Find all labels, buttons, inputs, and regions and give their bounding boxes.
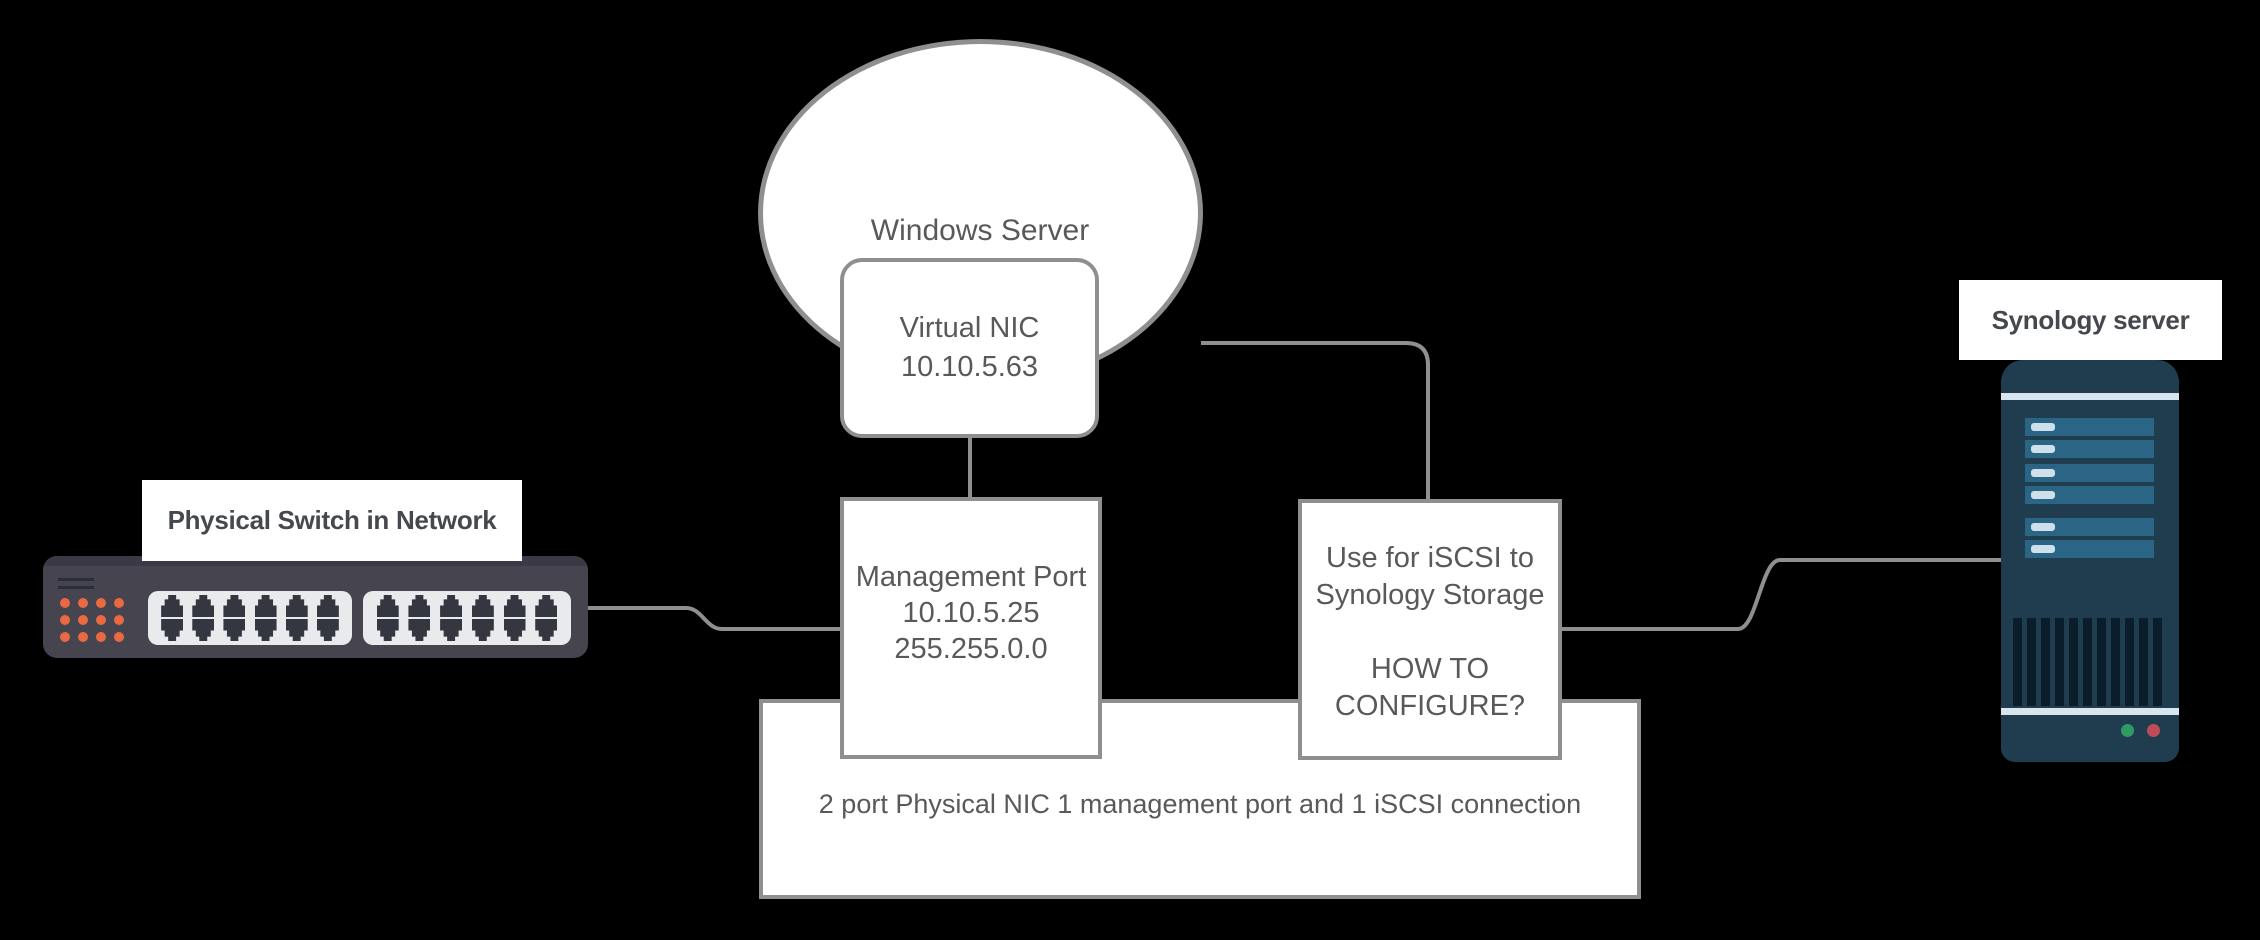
virtual-nic-ip: 10.10.5.63 [900, 351, 1039, 383]
physical-nic-note-text: 2 port Physical NIC 1 management port an… [818, 789, 1582, 819]
windows-server-label: Windows Server [870, 214, 1090, 247]
switch-port-panel-1 [148, 591, 352, 645]
rj45-port-icon [440, 595, 463, 641]
drive-bay-icon [2025, 518, 2154, 536]
rj45-port-icon [376, 595, 399, 641]
physical-switch-caption: Physical Switch in Network [142, 480, 522, 561]
connector-switch-to-management [588, 606, 840, 631]
drive-bay-icon [2025, 440, 2154, 458]
status-led-green-icon [2121, 724, 2134, 737]
iscsi-line-2: Synology Storage [1315, 579, 1545, 611]
management-port-title: Management Port [855, 561, 1087, 593]
rj45-port-icon [471, 595, 494, 641]
tower-stripe [2001, 708, 2179, 715]
synology-caption: Synology server [1959, 280, 2222, 360]
management-port-ip: 10.10.5.25 [902, 597, 1040, 629]
rj45-port-icon [535, 595, 558, 641]
synology-server-illustration [2001, 360, 2179, 762]
drive-bay-icon [2025, 418, 2154, 436]
switch-port-panel-2 [363, 591, 571, 645]
management-port-box: Management Port 10.10.5.25 255.255.0.0 [840, 497, 1102, 759]
drive-bay-icon [2025, 540, 2154, 558]
management-port-mask: 255.255.0.0 [894, 633, 1048, 665]
iscsi-line-1: Use for iSCSI to [1326, 542, 1534, 574]
iscsi-line-spacer [1302, 614, 1558, 651]
iscsi-line-4: CONFIGURE? [1334, 690, 1526, 722]
switch-led-grid-icon [60, 598, 124, 642]
vent-grille-icon [2013, 618, 2167, 706]
rj45-port-icon [192, 595, 215, 641]
rj45-port-icon [285, 595, 308, 641]
rj45-port-icon [254, 595, 277, 641]
tower-stripe [2001, 393, 2179, 400]
rj45-port-icon [223, 595, 246, 641]
connector-iscsi-to-synology [1562, 558, 2003, 631]
switch-vent-line-icon [58, 578, 94, 581]
physical-switch-illustration [43, 556, 588, 658]
iscsi-line-3: HOW TO [1370, 653, 1490, 685]
synology-caption-text: Synology server [1991, 304, 2190, 335]
rj45-port-icon [316, 595, 339, 641]
rj45-port-icon [161, 595, 184, 641]
switch-top-edge [43, 556, 588, 566]
virtual-nic-box: Virtual NIC 10.10.5.63 [840, 258, 1099, 438]
iscsi-note-box: Use for iSCSI to Synology Storage HOW TO… [1298, 499, 1562, 760]
drive-bay-icon [2025, 486, 2154, 504]
rj45-port-icon [408, 595, 431, 641]
virtual-nic-title: Virtual NIC [899, 312, 1040, 344]
status-led-red-icon [2147, 724, 2160, 737]
connector-cloud-to-iscsi [1201, 341, 1430, 503]
physical-switch-caption-text: Physical Switch in Network [167, 505, 497, 535]
drive-bay-icon [2025, 464, 2154, 482]
rj45-port-icon [503, 595, 526, 641]
switch-vent-line-icon [58, 586, 94, 589]
